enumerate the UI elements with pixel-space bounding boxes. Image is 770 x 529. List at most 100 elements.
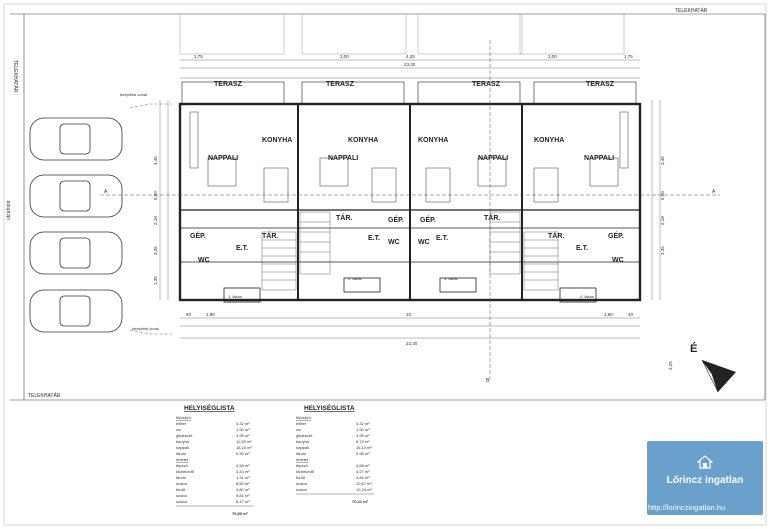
- dim-top-5: 1,75: [624, 54, 633, 59]
- schedule-room-area: 9,84 m²: [236, 493, 250, 498]
- schedule-room-area: 8,47 m²: [236, 499, 250, 504]
- telekhatar-bottom-label: TELEKHATÁR: [28, 392, 61, 399]
- schedule-room-name: tároló: [176, 475, 187, 480]
- dim-top-4: 3,00: [548, 54, 557, 59]
- schedule-room-area: 4,32 m²: [356, 421, 370, 426]
- schedule-room-name: wc: [296, 427, 301, 432]
- schedule-room-area: 0,98 m²: [356, 451, 370, 456]
- room-konyha-4: KONYHA: [534, 137, 564, 144]
- room-tar-1: TÁR.: [262, 231, 278, 240]
- schedule-room-name: szoba: [296, 487, 307, 492]
- schedule-room-name: konyha: [176, 439, 190, 444]
- schedule-room-name: közlekedő: [176, 469, 195, 474]
- room-et-2: E.T.: [368, 235, 380, 242]
- dim-bottom-5: 40: [628, 312, 634, 317]
- dim-top-1: 1,75: [194, 54, 203, 59]
- room-et-4: E.T.: [576, 245, 588, 252]
- unit-label-3: 3. lakás: [444, 276, 458, 281]
- room-konyha-2: KONYHA: [348, 137, 378, 144]
- schedule-room-name: fürdő: [176, 487, 186, 492]
- room-wc-2: WC: [388, 239, 400, 246]
- room-terasz-4: TERASZ: [586, 81, 615, 88]
- room-et-1: E.T.: [236, 245, 248, 252]
- dim-bottom-4: 1,80: [604, 312, 613, 317]
- adjacent-plots: [179, 13, 625, 55]
- schedule-room-name: konyha: [296, 439, 310, 444]
- schedule-room-name: tároló: [296, 451, 307, 456]
- schedule-room-name: nappali: [176, 445, 189, 450]
- schedule-room-area: 8,50 m²: [236, 481, 250, 486]
- schedule-room-area: 10,67 m²: [356, 481, 372, 486]
- schedule-room-name: szoba: [296, 481, 307, 486]
- building-line-top-label: beépítési vonal: [120, 92, 147, 97]
- dim-top-2: 3,00: [340, 54, 349, 59]
- staircases: [261, 211, 559, 291]
- building-outline: [178, 81, 642, 302]
- entry-bays: [223, 277, 597, 303]
- schedule-room-area: 4,59 m²: [236, 463, 250, 468]
- schedule-room-area: 4,58 m²: [356, 463, 370, 468]
- schedule-room-area: 1,50 m²: [236, 427, 250, 432]
- room-tar-3: TÁR.: [484, 213, 500, 222]
- schedule-room-name: wc: [176, 427, 181, 432]
- schedule-room-area: 0,99 m²: [236, 451, 250, 456]
- room-nappali-4: NAPPALI: [584, 155, 614, 162]
- schedule-room-name: előtér: [176, 421, 187, 426]
- schedule-room-area: 4,84 m²: [356, 475, 370, 480]
- section-lines: [100, 40, 720, 380]
- room-gep-2: GÉP.: [388, 215, 404, 224]
- schedule-floor: földszint: [176, 415, 192, 420]
- bottom-dimensions: [180, 317, 640, 339]
- dim-bottom-2: 1,80: [206, 312, 215, 317]
- room-tar-4: TÁR.: [548, 231, 564, 240]
- room-wc-4: WC: [612, 257, 624, 264]
- brand-url[interactable]: http://lorinczingatlan.hu: [648, 503, 726, 512]
- dim-right-2: 5,50: [660, 191, 665, 200]
- dim-left-1: 4,45: [153, 156, 158, 165]
- dim-top-3: 4,20: [406, 54, 415, 59]
- top-dimensions: [180, 59, 640, 79]
- dim-bottom-3: 10: [406, 312, 412, 317]
- dim-left-5: 1,35: [153, 276, 158, 285]
- unit-label-1: 1. lakás: [228, 294, 242, 299]
- schedule-total: 70,41 m²: [352, 499, 369, 504]
- schedule-room-area: 18,15 m²: [236, 445, 252, 450]
- schedule-room-area: 1,95 m²: [356, 433, 370, 438]
- schedule-total: 79,50 m²: [232, 511, 249, 516]
- dim-top-total: 23,30: [404, 62, 416, 67]
- schedule-room-name: szoba: [176, 493, 187, 498]
- schedule-room-name: előtér: [296, 421, 307, 426]
- schedule-room-area: 1,50 m²: [356, 427, 370, 432]
- telekhatar-left-label: TELEKHATÁR: [12, 60, 19, 93]
- parked-cars: [29, 117, 123, 333]
- room-terasz-3: TERASZ: [472, 81, 501, 88]
- telekhatar-top-label: TELEKHATÁR: [675, 7, 708, 14]
- schedule-room-area: 4,80 m²: [236, 487, 250, 492]
- room-wc-1: WC: [198, 257, 210, 264]
- schedule-room-name: fürdő: [296, 475, 306, 480]
- brand-logo[interactable]: Lőrincz ingatlan: [647, 441, 763, 515]
- schedule-room-name: szoba: [176, 499, 187, 504]
- unit-label-2: 2. lakás: [348, 276, 362, 281]
- section-b: B: [486, 378, 490, 384]
- schedule-room-area: 3,43 m²: [236, 469, 250, 474]
- schedule-upper: emelet: [296, 457, 309, 462]
- schedule-title: HELYISÉGLISTA: [184, 403, 235, 412]
- utcafront-label: utcafront: [6, 200, 12, 220]
- dim-right-3: 2,10: [660, 216, 665, 225]
- north-arrow-icon: [701, 359, 736, 393]
- room-wc-3: WC: [418, 239, 430, 246]
- room-nappali-3: NAPPALI: [478, 155, 508, 162]
- schedule-room-name: lépcső: [176, 463, 188, 468]
- schedule-room-area: 16,10 m²: [356, 445, 372, 450]
- schedule-room-area: 8,74 m²: [356, 439, 370, 444]
- schedule-room-name: közlekedő: [296, 469, 315, 474]
- dim-right-1: 4,45: [660, 156, 665, 165]
- dim-left-3: 2,10: [153, 216, 158, 225]
- schedule-room-area: 11,55 m²: [236, 439, 252, 444]
- unit-label-4: 4. lakás: [580, 294, 594, 299]
- schedule-room-area: 4,32 m²: [236, 421, 250, 426]
- schedule-room-name: lépcső: [296, 463, 308, 468]
